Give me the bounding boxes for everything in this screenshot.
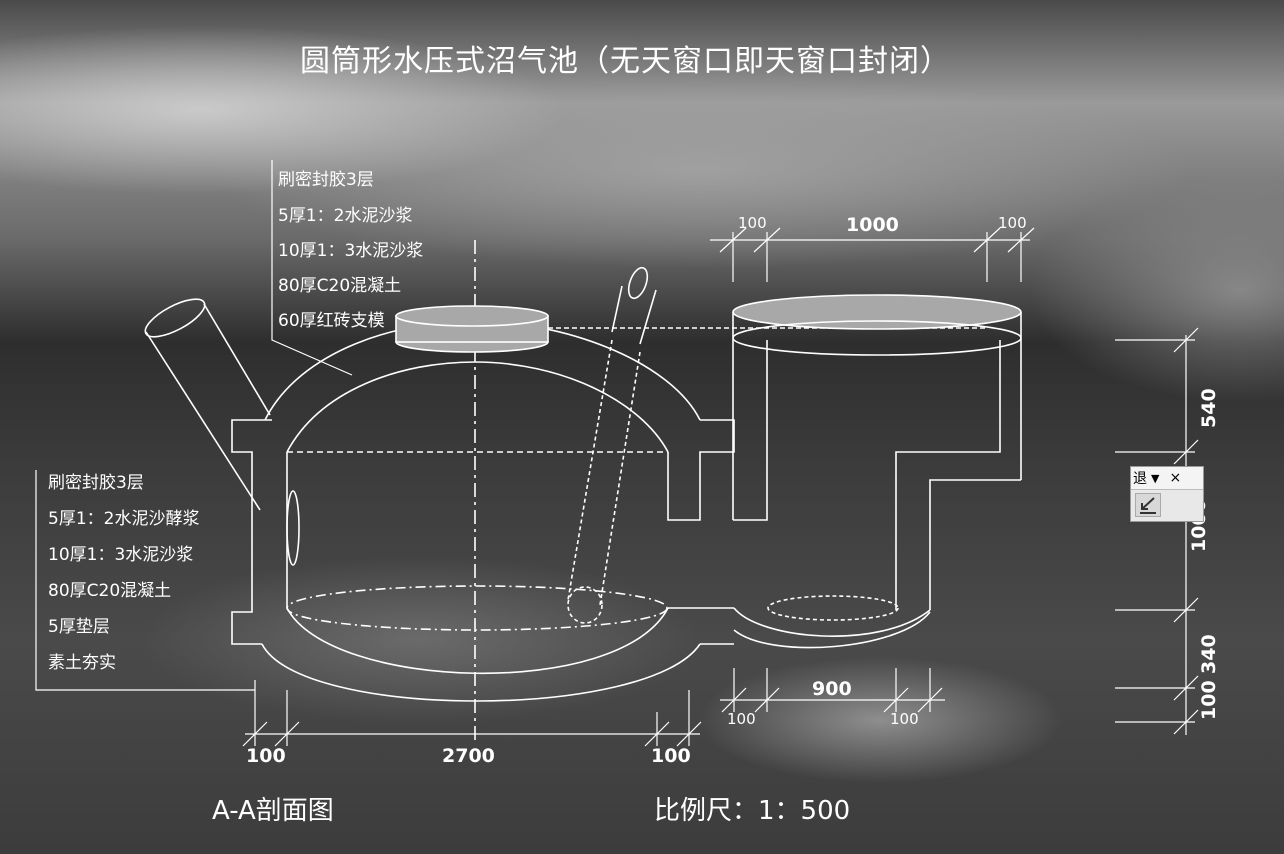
upper-leader — [271, 160, 353, 376]
dim-top-left-100: 100 — [738, 214, 767, 232]
toolbar-tool-button[interactable] — [1135, 493, 1161, 517]
lower-leader — [35, 470, 255, 691]
arrow-tool-icon — [1140, 497, 1156, 514]
dim-bottom-right-100: 100 — [651, 745, 691, 767]
scale-label: 比例尺：1：500 — [654, 796, 851, 826]
upper-layer-label: 60厚红砖支模 — [278, 311, 385, 331]
lower-layer-label: 10厚1：3水泥沙浆 — [48, 545, 194, 565]
lower-layer-label: 80厚C20混凝土 — [48, 581, 172, 601]
toolbar-dropdown-icon[interactable]: ▼ — [1151, 471, 1160, 485]
bottom-bowl — [261, 585, 734, 702]
upper-layer-label: 80厚C20混凝土 — [278, 276, 402, 296]
inlet-pipe — [144, 298, 271, 511]
outlet-pipe — [567, 266, 657, 624]
dim-height-340: 340 — [1198, 634, 1220, 674]
dim-height-540: 540 — [1198, 388, 1220, 428]
upper-layer-label: 刷密封胶3层 — [278, 170, 374, 190]
dim-top-width: 1000 — [846, 214, 899, 236]
section-label: A-A剖面图 — [212, 796, 334, 826]
hydraulic-chamber — [732, 294, 1022, 649]
dim-height-100: 100 — [1198, 680, 1220, 720]
dim-bottom-left-100: 100 — [246, 745, 286, 767]
lower-layer-label: 素土夯实 — [48, 653, 116, 673]
dim-mid-right-100: 100 — [890, 710, 919, 728]
lower-layer-label: 5厚垫层 — [48, 617, 110, 637]
dim-top-right-100: 100 — [998, 214, 1027, 232]
floating-toolbar[interactable]: 退 ▼ × — [1130, 466, 1204, 522]
dimension-lines — [242, 227, 1199, 747]
toolbar-header: 退 ▼ × — [1131, 467, 1203, 490]
lower-layer-label: 5厚1：2水泥沙酵浆 — [48, 509, 200, 529]
dim-mid-width: 900 — [812, 678, 852, 700]
manhole-lid — [395, 305, 549, 353]
lower-layer-label: 刷密封胶3层 — [48, 473, 144, 493]
left-wall — [231, 419, 300, 645]
drawing-title: 圆筒形水压式沼气池（无天窗口即天窗口封闭） — [300, 44, 951, 79]
upper-layer-label: 10厚1：3水泥沙浆 — [278, 241, 424, 261]
dim-bottom-width: 2700 — [442, 745, 495, 767]
dim-mid-left-100: 100 — [727, 710, 756, 728]
toolbar-close-icon[interactable]: × — [1169, 470, 1182, 486]
toolbar-title: 退 — [1133, 471, 1147, 487]
upper-layer-label: 5厚1：2水泥沙浆 — [278, 206, 413, 226]
